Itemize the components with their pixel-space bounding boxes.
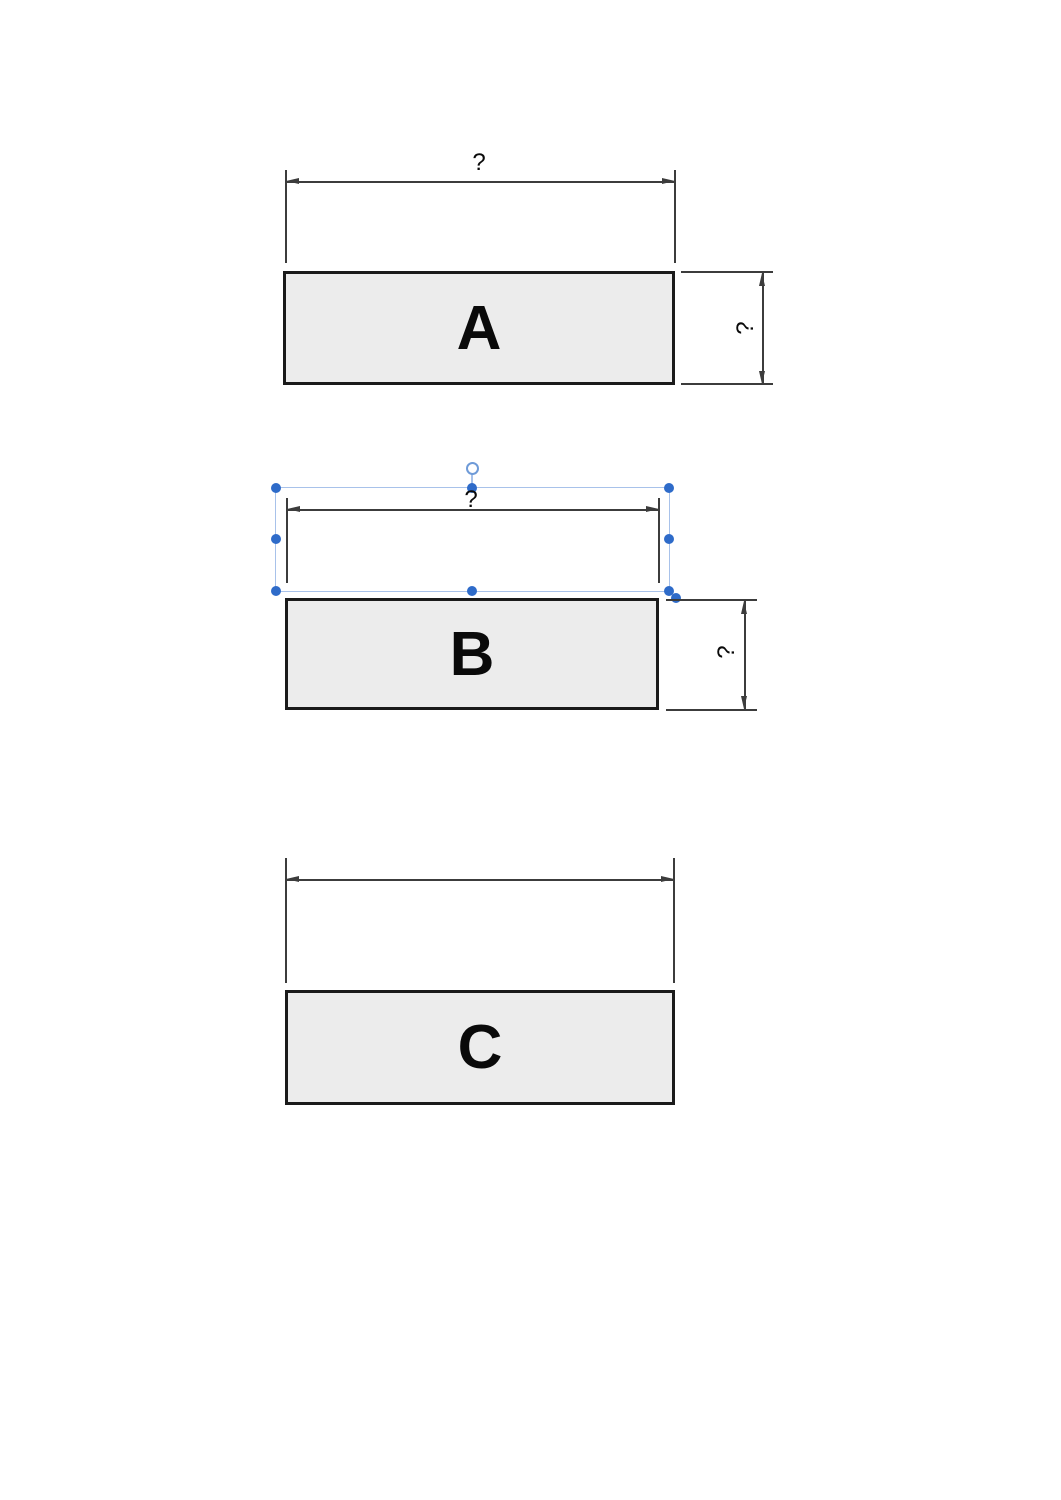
extension-line-left bbox=[286, 498, 288, 583]
extension-line-bottom bbox=[681, 383, 773, 385]
selection-handle-top-left[interactable] bbox=[271, 483, 281, 493]
arrowhead-left-icon bbox=[286, 178, 299, 184]
arrowhead-right-icon bbox=[646, 506, 659, 512]
selection-handle-bottom-center[interactable] bbox=[467, 586, 477, 596]
shape-rect-a[interactable]: A bbox=[283, 271, 675, 385]
shape-label: C bbox=[457, 1013, 503, 1082]
selection-handle-mid-right[interactable] bbox=[664, 534, 674, 544]
extension-line-right bbox=[674, 170, 676, 263]
shape-label: B bbox=[449, 619, 495, 689]
dimension-label: ? bbox=[713, 645, 740, 659]
dimension-label: ? bbox=[732, 321, 759, 335]
arrowhead-left-icon bbox=[286, 876, 299, 882]
arrowhead-left-icon bbox=[287, 506, 300, 512]
dimension-line bbox=[286, 181, 675, 183]
shape-label: A bbox=[456, 293, 502, 363]
arrowhead-down-icon bbox=[759, 371, 765, 384]
arrowhead-right-icon bbox=[662, 178, 675, 184]
arrowhead-up-icon bbox=[759, 273, 765, 286]
dimension-line bbox=[762, 273, 764, 384]
selection-handle-bottom-left[interactable] bbox=[271, 586, 281, 596]
arrowhead-right-icon bbox=[661, 876, 674, 882]
rotation-handle-stem bbox=[471, 474, 473, 489]
dimension-endpoint-handle[interactable] bbox=[671, 593, 681, 603]
arrowhead-up-icon bbox=[741, 601, 747, 614]
extension-line-top bbox=[666, 599, 757, 601]
dimension-line bbox=[744, 601, 746, 709]
dimension-label: ? bbox=[472, 149, 486, 176]
extension-line-right bbox=[673, 858, 675, 983]
selection-handle-top-right[interactable] bbox=[664, 483, 674, 493]
selection-handle-bottom-right[interactable] bbox=[664, 586, 674, 596]
arrowhead-down-icon bbox=[741, 696, 747, 709]
dimension-label: ? bbox=[464, 486, 478, 513]
selection-handle-top-center[interactable] bbox=[467, 483, 477, 493]
extension-line-bottom bbox=[666, 709, 757, 711]
dimension-line bbox=[287, 509, 659, 511]
shape-rect-c[interactable]: C bbox=[285, 990, 675, 1105]
selection-handle-mid-left[interactable] bbox=[271, 534, 281, 544]
dimension-line bbox=[286, 879, 674, 881]
shape-rect-b[interactable]: B bbox=[285, 598, 659, 710]
extension-line-right bbox=[658, 498, 660, 583]
extension-line-top bbox=[681, 271, 773, 273]
rotation-handle[interactable] bbox=[466, 462, 479, 475]
extension-line-left bbox=[285, 170, 287, 263]
extension-line-left bbox=[285, 858, 287, 983]
